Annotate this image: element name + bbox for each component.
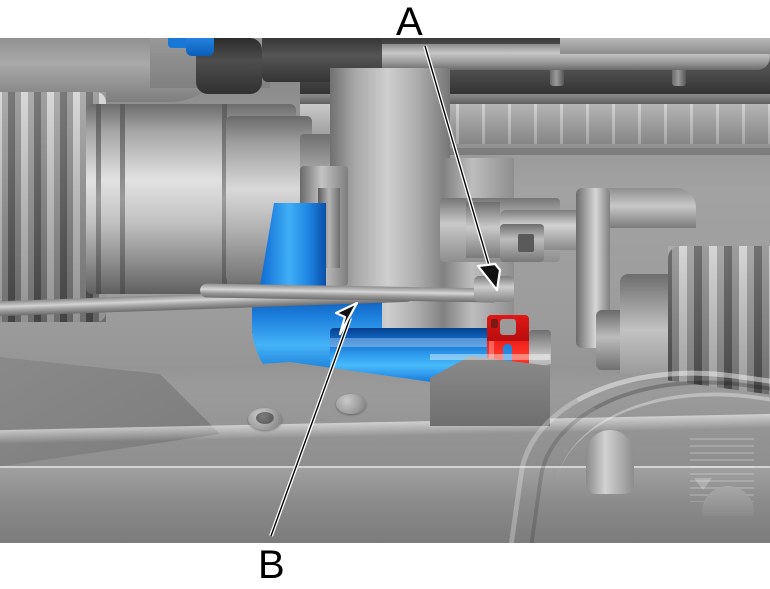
subframe-rail-ribs (430, 104, 770, 144)
spring-clamp-ear-notch (491, 319, 498, 328)
cylinder-ring (96, 104, 101, 294)
subframe-emboss-arrow-icon (694, 478, 712, 490)
mounting-hole (256, 412, 274, 424)
spring-clamp-ear-hole (500, 319, 516, 335)
cylinder-ring (222, 104, 227, 294)
subframe-boss-right (586, 430, 634, 494)
subframe-lower-face (0, 468, 770, 543)
coolant-hose-top-stub (186, 38, 214, 56)
mounting-boss (336, 394, 366, 414)
small-connector-slot (518, 234, 534, 252)
mounting-pad-center (430, 356, 550, 426)
mounting-pad-highlight (430, 354, 550, 360)
illustration-image (0, 38, 770, 543)
metal-line-fitting (474, 276, 514, 302)
subframe-rail-lip (300, 94, 770, 104)
panel-top-right (560, 38, 770, 54)
cylinder-ring (120, 104, 125, 294)
callout-label-a: A (396, 0, 423, 44)
callout-label-b: B (258, 543, 285, 587)
subframe-rail-edge (300, 148, 770, 155)
coolant-hose-highlight (330, 338, 520, 347)
hex-fitting (466, 202, 500, 258)
